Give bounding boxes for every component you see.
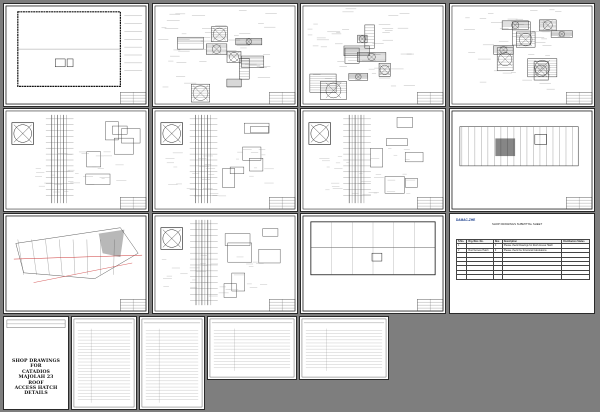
company-logo-text: DAMAC-ZHE — [456, 218, 476, 222]
drawing-linework — [451, 5, 593, 105]
drawing-linework — [451, 110, 593, 210]
transmittal-column-header: S.No. — [455, 238, 468, 245]
transmittal-cell: Roof Access Hatch — [466, 247, 494, 254]
drawing-linework — [5, 215, 147, 312]
drawing-linework — [154, 215, 296, 312]
transmittal-column-header: Drg./Doc. No. — [466, 238, 494, 245]
form-sheet-2[interactable] — [139, 316, 205, 410]
drawing-linework — [154, 5, 296, 105]
drawing-sheet-details-3[interactable] — [449, 3, 595, 107]
transmittal-heading: SHOP DRAWINGS SUBMITTAL SHEET — [492, 222, 543, 226]
drawing-sheet-section-2[interactable] — [152, 108, 298, 212]
drawing-sheet-details-1[interactable] — [152, 3, 298, 107]
drawing-sheet-site-plan[interactable] — [3, 3, 149, 107]
drawing-linework — [154, 110, 296, 210]
drawing-sheet-details-2[interactable] — [300, 3, 446, 107]
form-linework — [141, 318, 203, 408]
drawing-sheet-section-4[interactable] — [152, 213, 298, 314]
cover-title-line-1: SHOP DRAWINGS FOR — [12, 359, 60, 370]
cover-title-line-2: CATADIOS MAJOLAH 23 ROOF — [18, 369, 54, 386]
drawing-linework — [302, 215, 444, 312]
form-sheet-1[interactable] — [71, 316, 137, 410]
drawing-linework — [302, 5, 444, 105]
drawing-sheet-plan-strip[interactable] — [449, 108, 595, 212]
drawing-sheet-roof-plan[interactable] — [300, 213, 446, 314]
cover-title-line-3: ACCESS HATCH DETAILS — [14, 386, 58, 397]
form-sheet-4[interactable] — [299, 316, 389, 380]
drawing-sheet-survey[interactable] — [3, 213, 149, 314]
form-linework — [209, 318, 295, 378]
form-sheet-3[interactable] — [207, 316, 297, 380]
form-linework — [73, 318, 135, 408]
transmittal-cell: Please check the Structural Calculations — [501, 247, 563, 254]
drawing-linework — [5, 5, 147, 105]
transmittal-cell: Please check Drawings for Roof Access Ha… — [501, 243, 563, 249]
transmittal-row-empty — [455, 274, 590, 280]
cover-title: SHOP DRAWINGS FOR CATADIOS MAJOLAH 23 RO… — [10, 359, 62, 397]
cover-sheet[interactable]: SHOP DRAWINGS FOR CATADIOS MAJOLAH 23 RO… — [3, 316, 69, 410]
drawing-sheet-section-3[interactable] — [300, 108, 446, 212]
drawing-sheet-section-1[interactable] — [3, 108, 149, 212]
form-linework — [301, 318, 387, 378]
transmittal-column-header: Distribution Status — [561, 238, 590, 245]
drawing-linework — [302, 110, 444, 210]
drawing-linework — [5, 110, 147, 210]
document-sheet-transmittal[interactable]: DAMAC-ZHE SHOP DRAWINGS SUBMITTAL SHEET … — [449, 213, 595, 314]
